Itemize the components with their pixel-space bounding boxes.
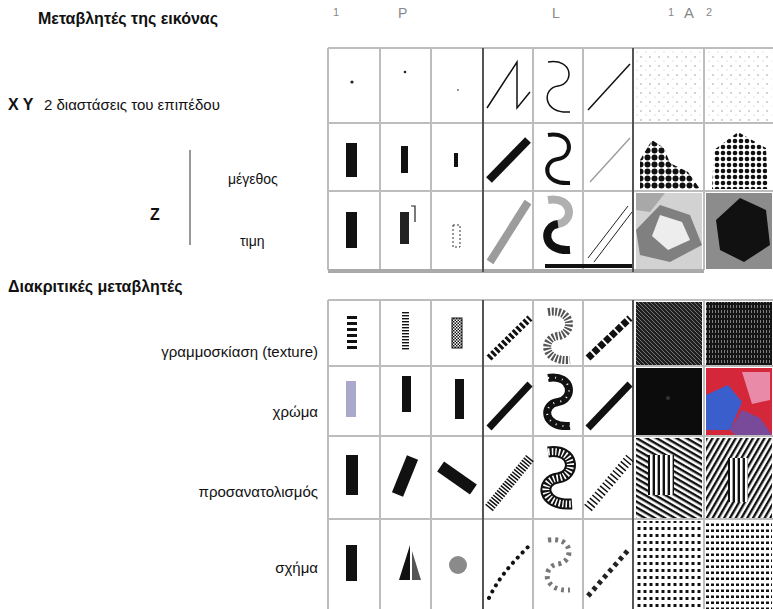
variable-name: μέγεθος bbox=[228, 171, 278, 188]
column-header: P bbox=[398, 5, 407, 22]
column-number: 1 bbox=[668, 6, 674, 19]
variable-name: γραμμοσκίαση (texture) bbox=[161, 343, 318, 361]
variable-name: σχήμα bbox=[275, 559, 318, 577]
axis-name: Z bbox=[150, 205, 160, 224]
table-title: Μεταβλητές της εικόνας bbox=[38, 9, 218, 28]
column-number: 1 bbox=[333, 6, 339, 19]
variable-name: 2 διαστάσεις του επιπέδου bbox=[44, 96, 220, 114]
variable-name: τιμη bbox=[240, 233, 265, 250]
column-header: L bbox=[552, 5, 560, 22]
axis-name: X Y bbox=[8, 95, 34, 114]
section-heading: Διακριτικές μεταβλητές bbox=[8, 277, 183, 296]
column-number: 2 bbox=[706, 6, 712, 19]
variable-name: χρώμα bbox=[273, 403, 318, 421]
variable-name: προσανατολισμός bbox=[199, 483, 318, 501]
column-header: A bbox=[684, 4, 694, 22]
